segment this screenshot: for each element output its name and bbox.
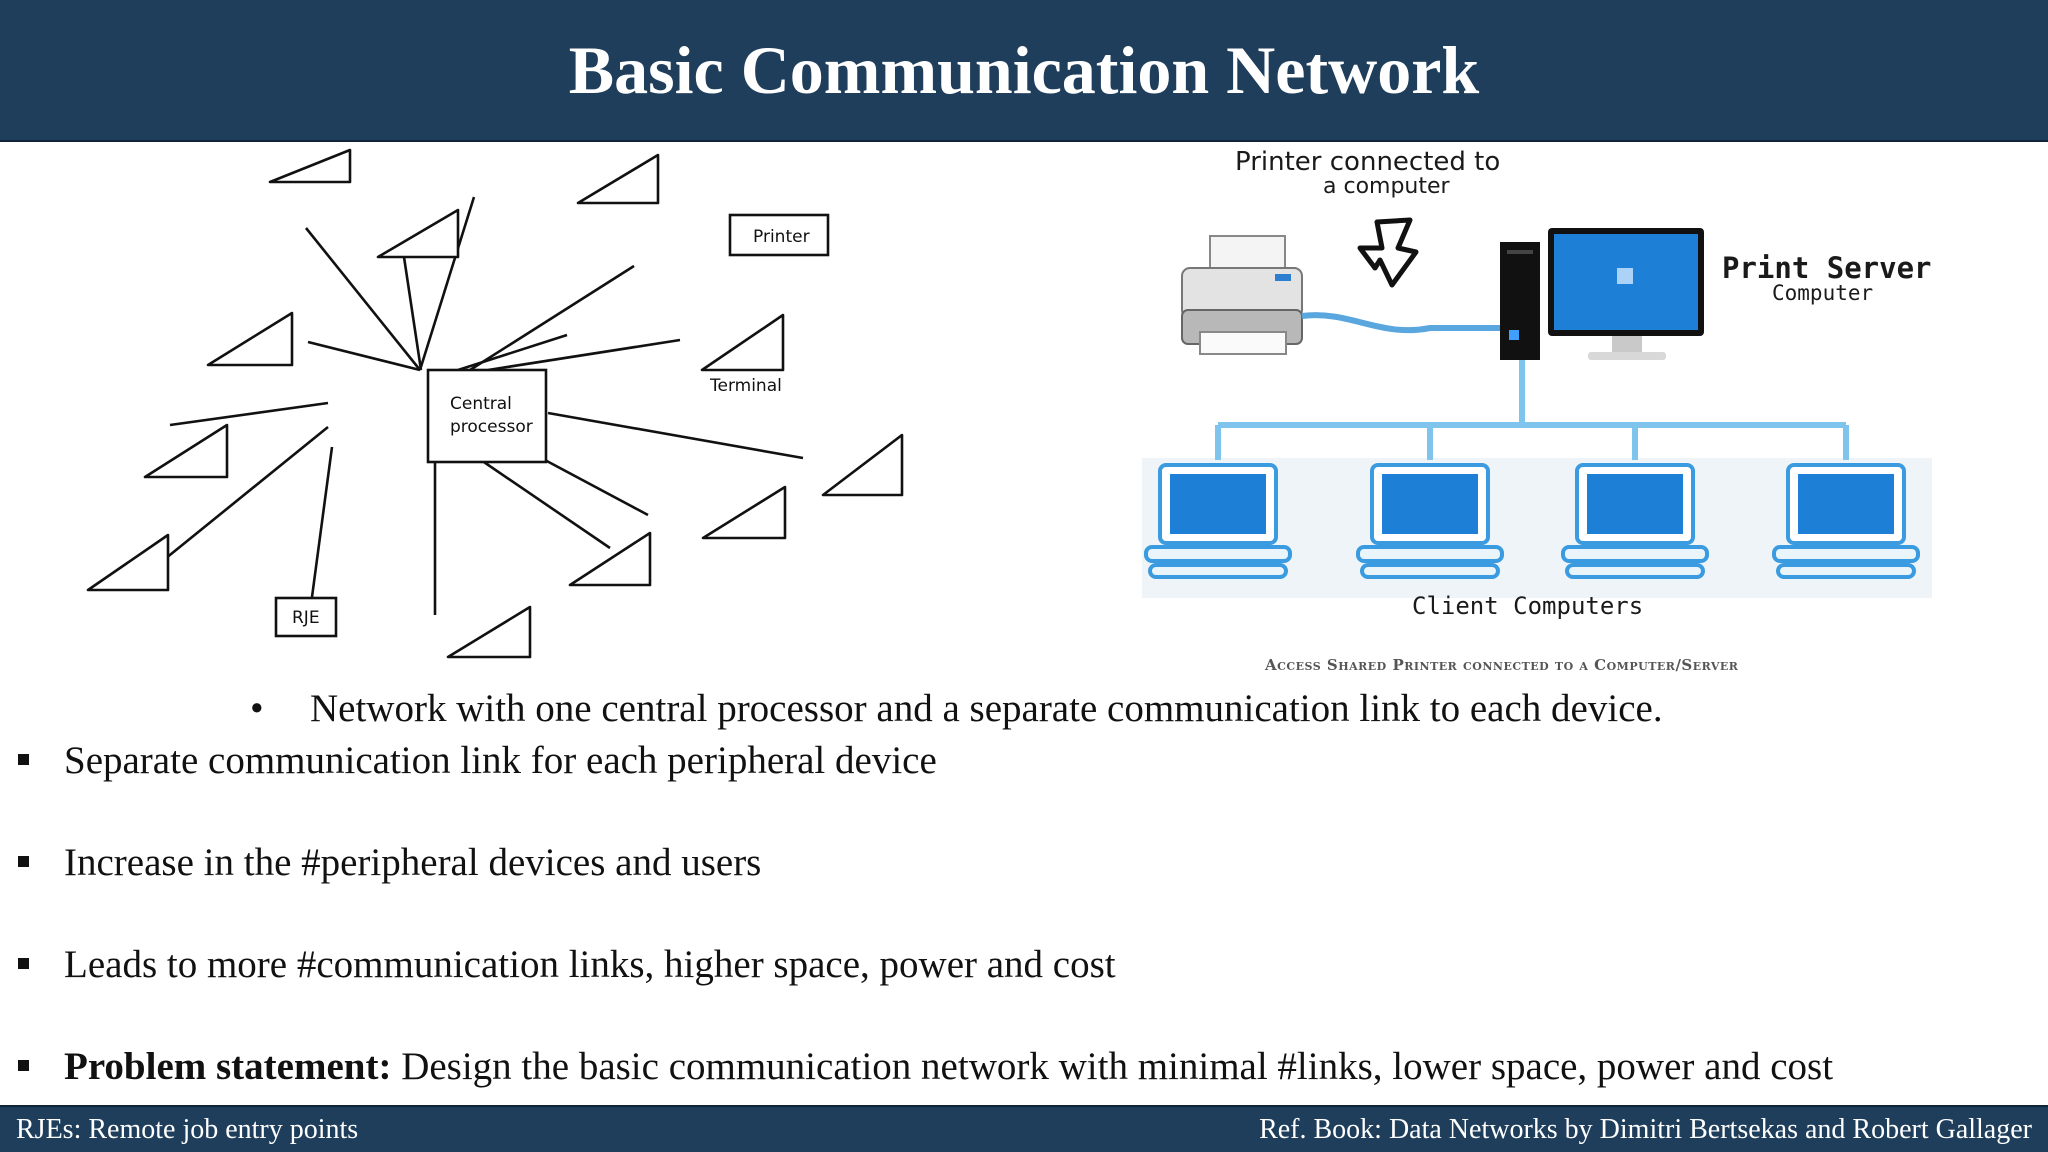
down-arrow-icon (1357, 217, 1419, 288)
server-monitor-icon (1548, 228, 1704, 360)
square-bullet-icon (18, 958, 29, 969)
laptop-icon (1144, 463, 1292, 579)
star-topology-diagram: Central processor Printer Terminal RJE (86, 148, 904, 659)
footer-reference: Ref. Book: Data Networks by Dimitri Bert… (1259, 1113, 2032, 1145)
terminal-icon (206, 311, 294, 367)
terminal-label: Terminal (709, 376, 782, 396)
print-server-diagram: Printer connected to a computer Print Se… (1142, 147, 1932, 674)
server-tower-icon (1500, 242, 1540, 360)
terminal-icon (446, 605, 532, 659)
rje-label: RJE (292, 608, 320, 628)
bullet-text: Design the basic communication network w… (391, 1045, 1834, 1088)
printer-box-label: Printer (753, 227, 810, 247)
terminal-icon (268, 148, 352, 184)
square-bullet-icon (18, 754, 29, 765)
title-bar: Basic Communication Network (0, 0, 2048, 142)
square-bullet-icon (18, 856, 29, 867)
bullet-dot: • (250, 687, 264, 730)
printer-node: Printer (728, 213, 830, 257)
central-label-line2: processor (450, 417, 533, 437)
printer-cable (1301, 312, 1505, 334)
laptop-icon (1561, 463, 1709, 579)
terminal-icon (143, 423, 229, 479)
rje-node: RJE (274, 596, 338, 638)
client-computers-label: Client Computers (1412, 592, 1643, 620)
network-links (1215, 360, 1849, 460)
print-server-label: Print Server (1722, 251, 1932, 285)
figure-caption: Access Shared Printer connected to a Com… (1264, 656, 1739, 674)
terminal-icon (568, 531, 652, 587)
printer-icon (1181, 235, 1303, 355)
central-processor-node: Central processor (426, 368, 548, 464)
footer-note: RJEs: Remote job entry points (16, 1113, 359, 1145)
terminal-icon (701, 485, 787, 540)
central-label-line1: Central (450, 394, 512, 414)
terminal-icon (576, 153, 660, 205)
slide-title: Basic Communication Network (568, 31, 1480, 108)
terminal-icon (86, 533, 170, 592)
terminal-icon (376, 208, 460, 259)
diagram-links (159, 196, 804, 615)
terminal-icon (821, 433, 904, 497)
client-laptops (1144, 463, 1920, 579)
laptop-icon (1356, 463, 1504, 579)
figure-summary-text: Network with one central processor and a… (310, 687, 1663, 730)
print-server-sublabel: Computer (1772, 281, 1873, 305)
bullet-text: Separate communication link for each per… (64, 739, 937, 782)
bullet-text: Increase in the #peripheral devices and … (64, 841, 762, 884)
bullet-text: Leads to more #communication links, high… (64, 943, 1116, 986)
square-bullet-icon (18, 1060, 29, 1071)
terminal-icon (700, 313, 785, 372)
printer-note-line2: a computer (1323, 174, 1451, 199)
terminal-symbols (86, 148, 904, 659)
printer-note-line1: Printer connected to (1235, 147, 1500, 177)
laptop-icon (1772, 463, 1920, 579)
problem-statement-label: Problem statement: (64, 1045, 392, 1088)
footer-bar: RJEs: Remote job entry points Ref. Book:… (0, 1105, 2048, 1152)
